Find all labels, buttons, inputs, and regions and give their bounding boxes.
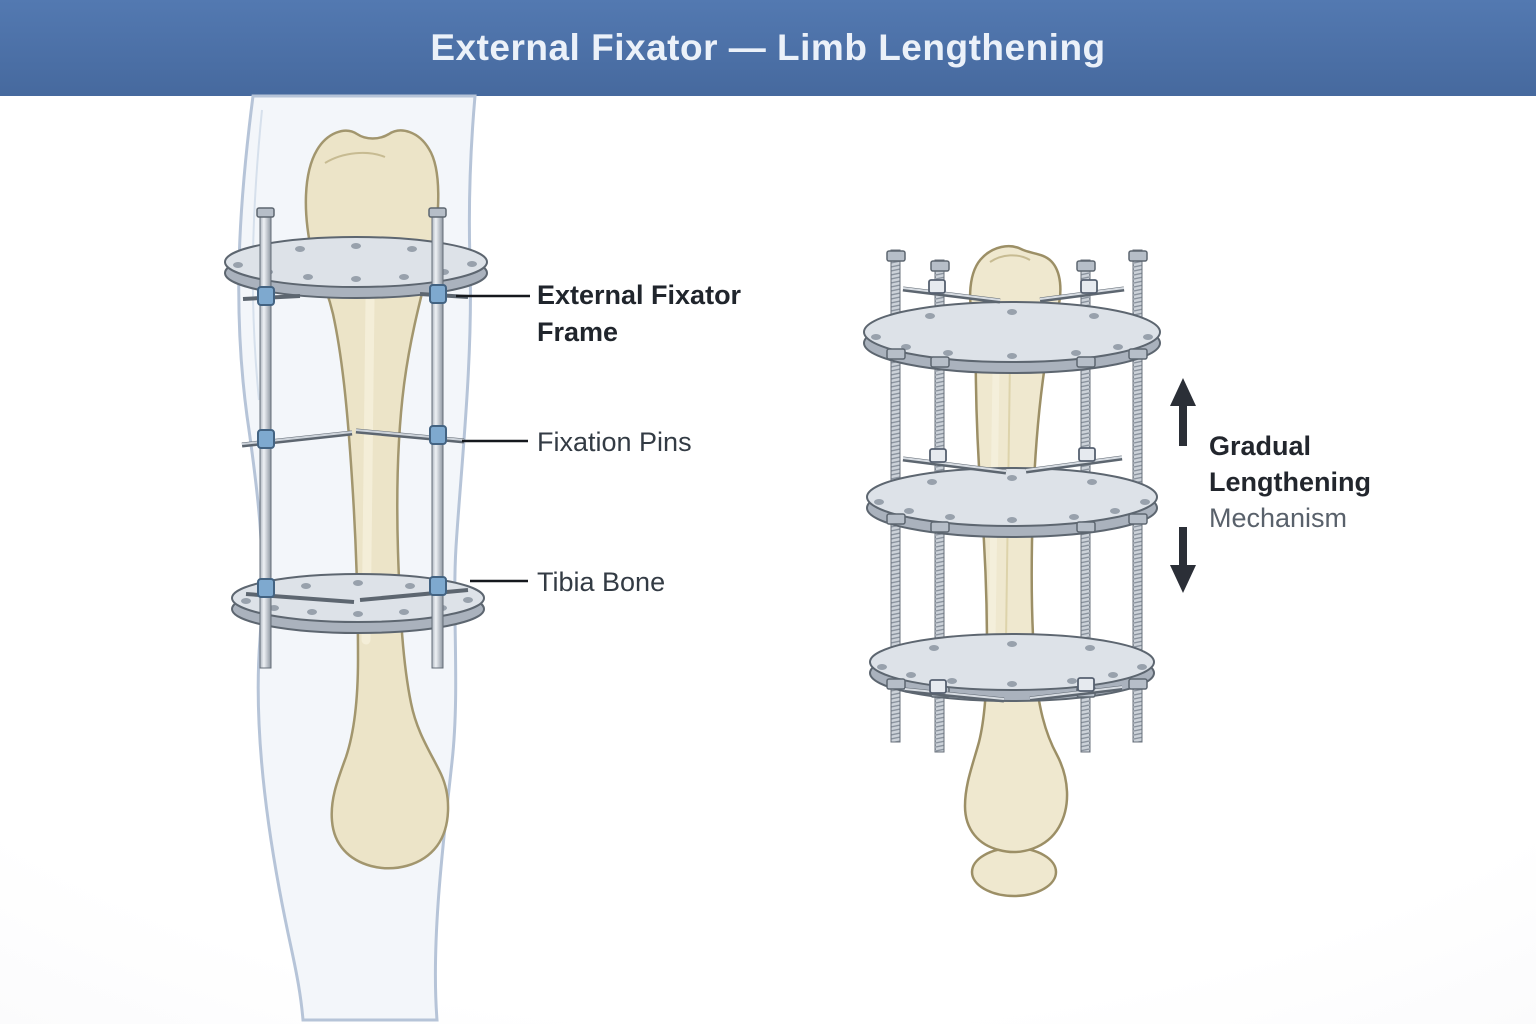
frame-label: External Fixator Frame <box>537 277 741 351</box>
down-arrow-icon <box>1170 527 1196 593</box>
header-banner: External Fixator — Limb Lengthening <box>0 0 1536 96</box>
leader-lines <box>456 294 530 583</box>
frame-label-line2: Frame <box>537 317 619 347</box>
left-figure <box>224 94 530 1022</box>
page-title: External Fixator — Limb Lengthening <box>430 27 1106 68</box>
mechanism-label-line3: Mechanism <box>1209 503 1348 533</box>
ring-top <box>863 301 1161 374</box>
up-arrow-icon <box>1170 378 1196 446</box>
pins-label: Fixation Pins <box>537 427 692 457</box>
ring-middle <box>866 467 1158 538</box>
mechanism-label-line2: Lengthening <box>1209 467 1371 497</box>
fixator-top-ring <box>224 236 488 299</box>
mechanism-label-line1: Gradual <box>1209 431 1312 461</box>
right-fixation-pins <box>902 279 1125 703</box>
frame-label-line1: External Fixator <box>537 280 742 310</box>
right-figure <box>863 245 1196 898</box>
mechanism-label: Gradual Lengthening Mechanism <box>1209 428 1371 536</box>
tibia-label: Tibia Bone <box>537 567 666 597</box>
